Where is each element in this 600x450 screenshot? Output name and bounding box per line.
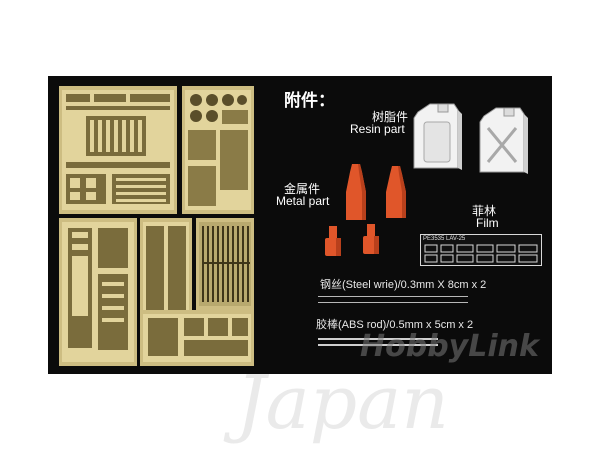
steel-wire-line: [318, 296, 468, 297]
product-photo-panel: 附件： 树脂件 Resin part 金属件 Metal part 菲林 Fil…: [48, 76, 552, 374]
jerry-can-icon-2: [479, 107, 528, 174]
film-windows: [424, 244, 538, 263]
abs-rod-label: 胶棒(ABS rod)/0.5mm x 5cm x 2: [316, 316, 473, 332]
resin-label-en: Resin part: [350, 122, 405, 136]
jerry-can-icon: [413, 103, 462, 170]
steel-wire-label: 钢丝(Steel wrie)/0.3mm X 8cm x 2: [320, 276, 486, 292]
accessories-heading: 附件：: [284, 91, 335, 111]
metal-label-en: Metal part: [276, 194, 330, 208]
film-label-en: Film: [476, 216, 499, 230]
film-code: PE3535 LAV-25: [423, 236, 466, 242]
abs-rod-cn: 胶棒: [316, 319, 338, 331]
metal-nozzle-part-2: [363, 224, 379, 254]
metal-nozzle-part: [325, 226, 341, 256]
abs-rod-spec: (ABS rod)/0.5mm x 5cm x 2: [338, 319, 474, 331]
metal-barrel-part: [346, 164, 366, 220]
abs-rod-line-2: [318, 344, 438, 346]
photo-etch-fret: [56, 82, 256, 370]
steel-wire-spec: (Steel wrie)/0.3mm X 8cm x 2: [342, 279, 487, 291]
metal-label-cn: 金属件: [284, 182, 321, 196]
steel-wire-cn: 钢丝: [320, 279, 342, 291]
abs-rod-line: [318, 338, 438, 340]
resin-label-cn: 树脂件: [372, 110, 409, 124]
steel-wire-line-2: [318, 302, 468, 303]
film-sheet: PE3535 LAV-25: [420, 234, 542, 266]
metal-barrel-part-2: [386, 166, 406, 218]
film-label-cn: 菲林: [472, 204, 497, 218]
